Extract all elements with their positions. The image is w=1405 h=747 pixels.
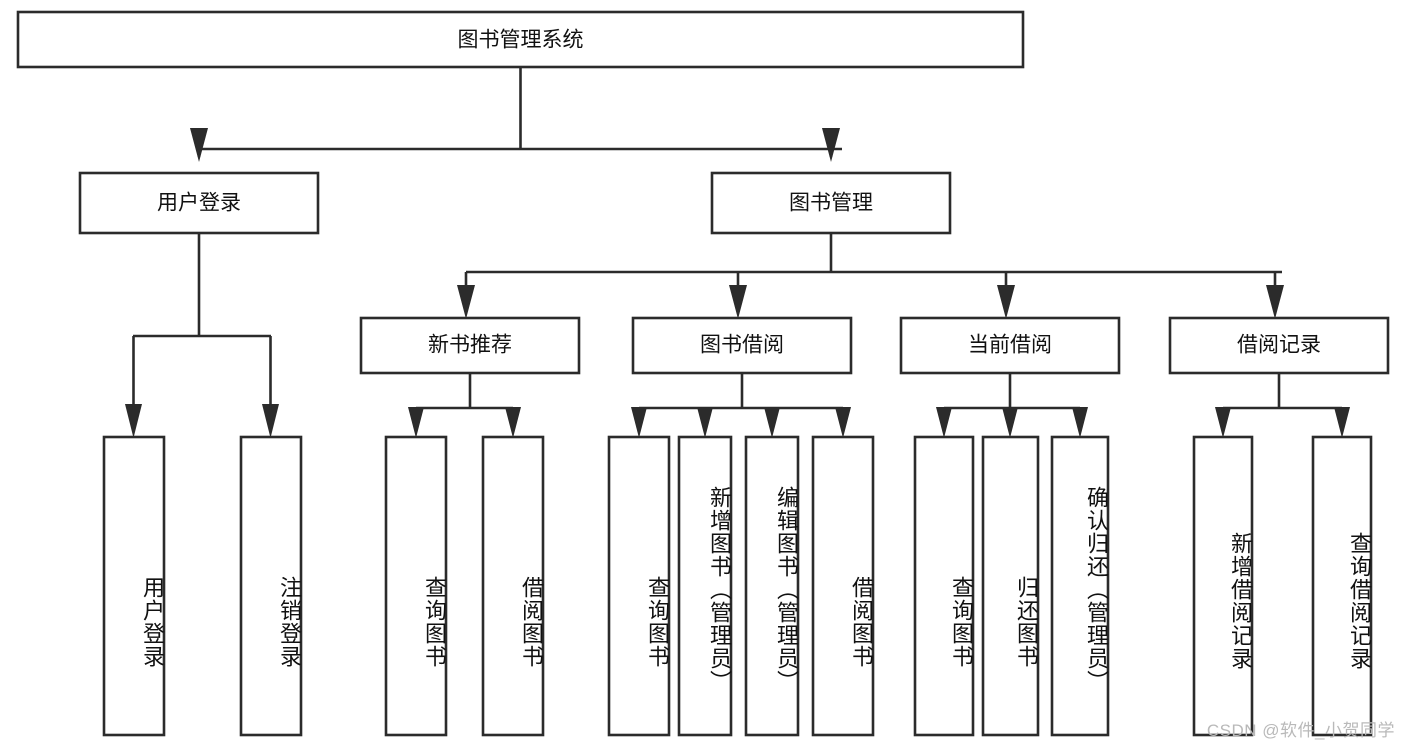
node-new-book-recommend[interactable]: 新书推荐 bbox=[359, 316, 581, 375]
node-book-management-box[interactable] bbox=[710, 171, 952, 235]
node-root-box[interactable] bbox=[16, 10, 1025, 69]
node-current-borrow[interactable]: 当前借阅 bbox=[899, 316, 1121, 375]
arrow-borrow-leaf3-icon bbox=[764, 407, 780, 438]
node-book-borrow-box[interactable] bbox=[631, 316, 853, 375]
node-user-login-box[interactable] bbox=[78, 171, 320, 235]
node-root[interactable]: 图书管理系统 bbox=[16, 10, 1025, 69]
node-user-login[interactable]: 用户登录 bbox=[78, 171, 320, 235]
arrow-book-mgmt-to-new-book-icon bbox=[457, 285, 475, 319]
leaf-box-return-book[interactable] bbox=[981, 435, 1040, 737]
arrow-book-mgmt-to-current-icon bbox=[997, 285, 1015, 319]
node-book-borrow-label: 图书借阅 bbox=[700, 334, 784, 357]
node-new-book-recommend-label: 新书推荐 bbox=[428, 334, 512, 357]
arrow-root-to-user-login-icon bbox=[190, 128, 208, 162]
leaf-box-add-borrow-record[interactable] bbox=[1192, 435, 1254, 737]
arrow-borrow-leaf2-icon bbox=[697, 407, 713, 438]
arrow-book-mgmt-to-borrow-icon bbox=[729, 285, 747, 319]
node-user-login-label: 用户登录 bbox=[157, 192, 241, 215]
connector-group-user-login bbox=[125, 233, 279, 438]
leaf-box-logout[interactable] bbox=[239, 435, 303, 737]
arrow-book-mgmt-to-records-icon bbox=[1266, 285, 1284, 319]
node-current-borrow-label: 当前借阅 bbox=[968, 334, 1052, 357]
node-borrow-records-label: 借阅记录 bbox=[1237, 334, 1321, 357]
arrow-current-leaf1-icon bbox=[936, 407, 952, 438]
node-book-management-label: 图书管理 bbox=[789, 192, 873, 215]
arrow-new-book-leaf1-icon bbox=[408, 407, 424, 438]
leaf-box-query-book-current[interactable] bbox=[913, 435, 975, 737]
connector-group-new-book bbox=[408, 373, 521, 438]
leaf-box-query-book-recommend[interactable] bbox=[384, 435, 448, 737]
leaf-box-add-book-admin[interactable] bbox=[677, 435, 733, 737]
leaf-box-confirm-return-admin[interactable] bbox=[1050, 435, 1110, 737]
node-new-book-recommend-box[interactable] bbox=[359, 316, 581, 375]
arrow-records-leaf1-icon bbox=[1215, 407, 1231, 438]
leaf-box-query-book-borrow[interactable] bbox=[607, 435, 671, 737]
connector-group-book-mgmt bbox=[457, 233, 1284, 319]
node-borrow-records-box[interactable] bbox=[1168, 316, 1390, 375]
arrow-current-leaf3-icon bbox=[1072, 407, 1088, 438]
node-current-borrow-box[interactable] bbox=[899, 316, 1121, 375]
connector-group-current-borrow bbox=[936, 373, 1088, 438]
leaf-box-borrow-book[interactable] bbox=[811, 435, 875, 737]
arrow-user-login-leaf1-icon bbox=[125, 404, 142, 438]
leaf-box-query-borrow-record[interactable] bbox=[1311, 435, 1373, 737]
arrow-current-leaf2-icon bbox=[1002, 407, 1018, 438]
arrow-root-to-book-mgmt-icon bbox=[822, 128, 840, 162]
arrow-new-book-leaf2-icon bbox=[505, 407, 521, 438]
connector-group-records bbox=[1215, 373, 1350, 438]
node-root-label: 图书管理系统 bbox=[458, 29, 584, 52]
arrow-user-login-leaf2-icon bbox=[262, 404, 279, 438]
leaf-box-edit-book-admin[interactable] bbox=[744, 435, 800, 737]
csdn-watermark: CSDN @软件_小贺同学 bbox=[1206, 721, 1395, 740]
leaf-box-user-login[interactable] bbox=[102, 435, 166, 737]
node-borrow-records[interactable]: 借阅记录 bbox=[1168, 316, 1390, 375]
arrow-borrow-leaf1-icon bbox=[631, 407, 647, 438]
node-book-management[interactable]: 图书管理 bbox=[710, 171, 952, 235]
leaf-box-borrow-book-recommend[interactable] bbox=[481, 435, 545, 737]
arrow-borrow-leaf4-icon bbox=[835, 407, 851, 438]
connector-group-root bbox=[190, 67, 842, 162]
arrow-records-leaf2-icon bbox=[1334, 407, 1350, 438]
node-book-borrow[interactable]: 图书借阅 bbox=[631, 316, 853, 375]
connector-group-borrow bbox=[631, 373, 851, 438]
